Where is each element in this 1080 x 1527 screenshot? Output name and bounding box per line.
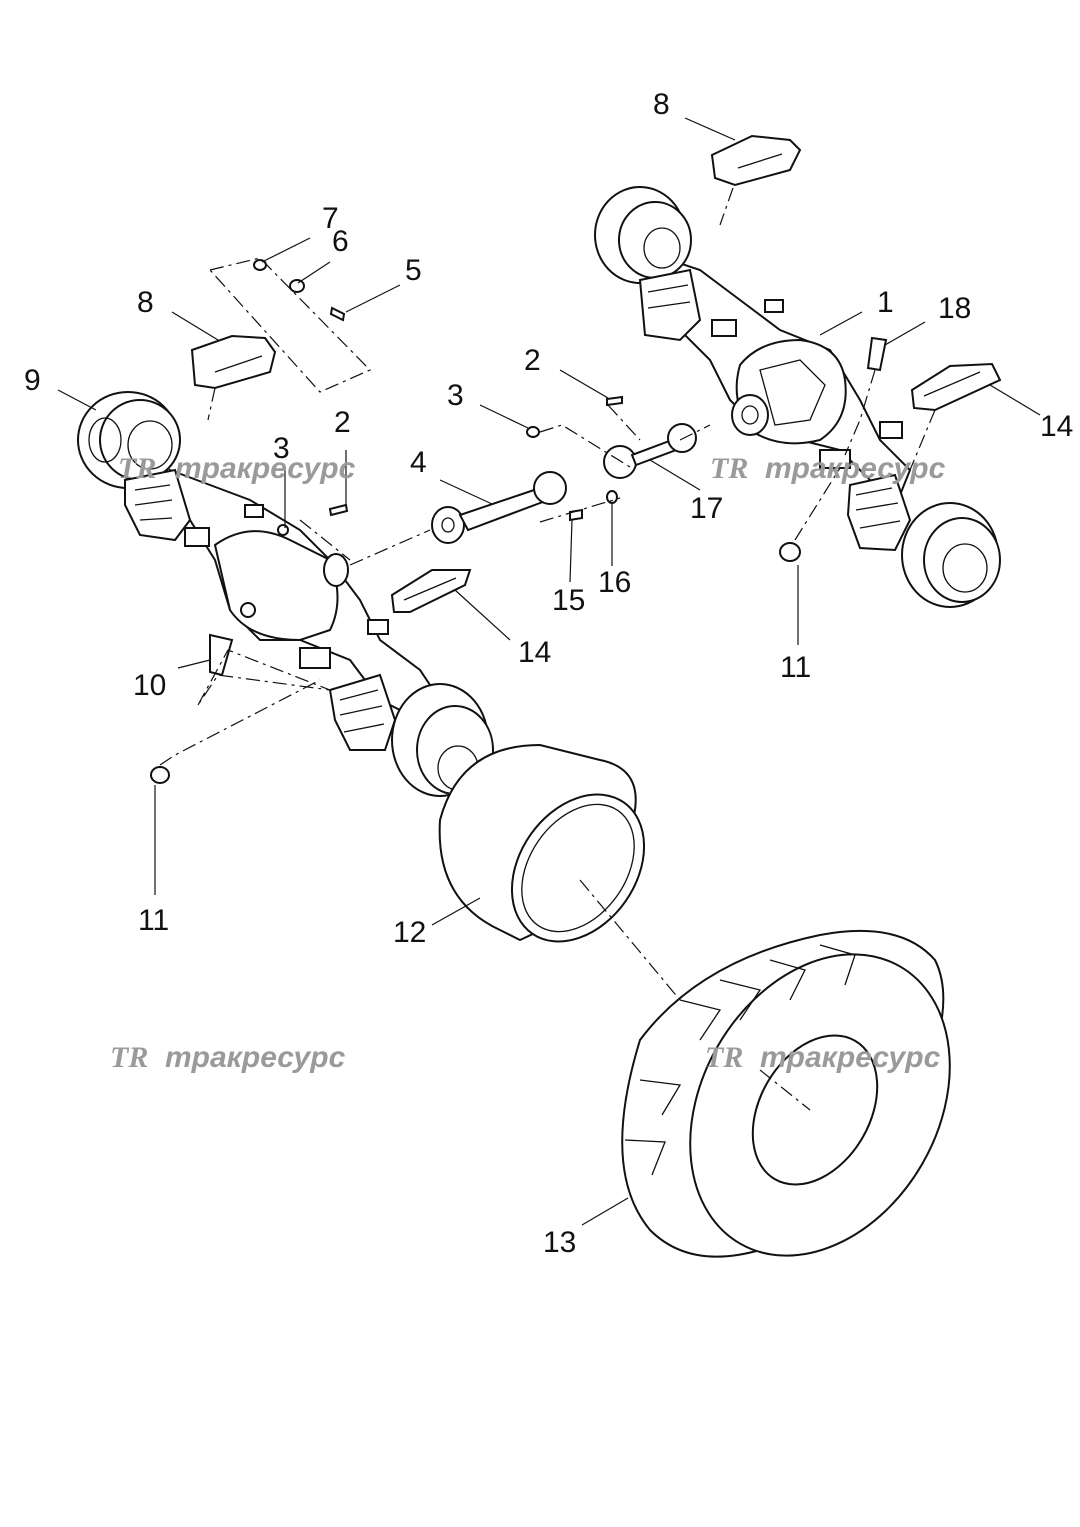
callout-13: 13: [543, 1226, 576, 1259]
callout-14: 14: [1040, 410, 1073, 443]
callout-11: 11: [780, 651, 811, 684]
watermark-4: TR тракресурс: [705, 1041, 941, 1074]
callout-10: 10: [133, 669, 166, 702]
watermark-text: тракресурс: [175, 452, 356, 485]
callout-7: 7: [322, 202, 339, 235]
callout-15: 15: [552, 584, 585, 617]
bracket-8-left: [190, 334, 277, 390]
callout-18: 18: [938, 292, 971, 325]
callout-3: 3: [447, 379, 464, 412]
drive-shaft-17: [603, 423, 697, 479]
bracket-14-right: [910, 362, 1002, 412]
callout-2: 2: [524, 344, 541, 377]
callout-14: 14: [518, 636, 551, 669]
watermark-logo: TR: [705, 1041, 743, 1074]
watermark-3: TR тракресурс: [110, 1041, 346, 1074]
watermark-logo: TR: [118, 452, 156, 485]
rim-12: [438, 743, 646, 943]
callout-17: 17: [690, 492, 723, 525]
callout-labels: 1 2 2 3 3 4 5 6 7 8 8 9 10 11 11 12 13 1…: [24, 88, 1073, 1259]
watermark-1: TR тракресурс: [118, 452, 356, 485]
callout-8: 8: [137, 286, 154, 319]
callout-4: 4: [410, 446, 427, 479]
watermark-text: тракресурс: [765, 452, 946, 485]
callout-2: 2: [334, 406, 351, 439]
bracket-8-right: [710, 134, 802, 187]
callout-16: 16: [598, 566, 631, 599]
callout-8: 8: [653, 88, 670, 121]
callout-6: 6: [332, 225, 349, 258]
watermark-2: TR тракресурс: [710, 452, 946, 485]
right-axle: [594, 186, 1001, 608]
callout-1: 1: [877, 286, 894, 319]
callout-11: 11: [138, 904, 169, 937]
drive-shaft-4: [431, 471, 567, 544]
leader-lines: [57, 117, 1041, 1226]
callout-12: 12: [393, 916, 426, 949]
watermark-text: тракресурс: [165, 1041, 346, 1074]
watermark-logo: TR: [710, 452, 748, 485]
callout-3: 3: [273, 432, 290, 465]
fasteners: [150, 259, 888, 784]
callout-9: 9: [24, 364, 41, 397]
callout-5: 5: [405, 254, 422, 287]
tire-13: [621, 929, 951, 1258]
bracket-14-left: [390, 569, 472, 613]
left-axle: [77, 391, 494, 797]
watermark-logo: TR: [110, 1041, 148, 1074]
watermark-text: тракресурс: [760, 1041, 941, 1074]
